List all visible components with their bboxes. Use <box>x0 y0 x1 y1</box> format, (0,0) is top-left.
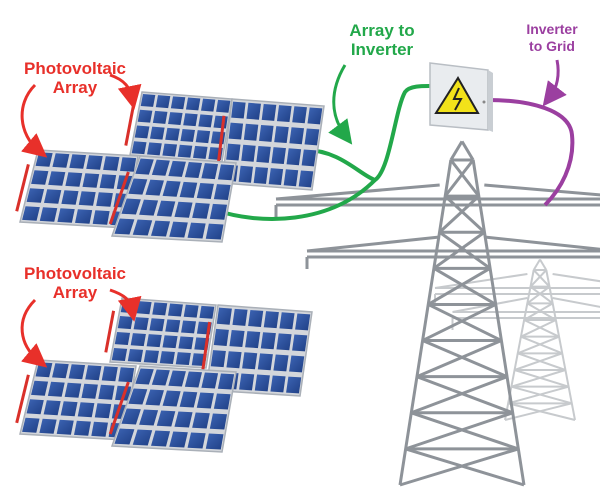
panel-mount-bracket <box>108 381 130 435</box>
pv-bottom-label-line2: Array <box>53 283 98 302</box>
inverter-to-grid-label-line1: Inverter <box>526 21 578 37</box>
pv-bottom-arrow-right <box>109 288 142 322</box>
panel-mount-bracket <box>104 310 116 353</box>
array-to-inverter-label-line1: Array to <box>349 21 414 40</box>
array-to-inverter-wire <box>304 83 436 183</box>
pv-bottom-label-line1: Photovoltaic <box>24 264 126 283</box>
inverter-to-grid-arrow <box>542 59 567 107</box>
pv-top-arrow-left <box>20 83 48 158</box>
pv-bottom-arrow-left <box>20 298 48 368</box>
array-to-inverter-label-line2: Inverter <box>351 40 414 59</box>
pv-top-arrow-right <box>109 73 142 110</box>
inverter-box-warning-icon <box>429 62 493 132</box>
panel-mount-bracket <box>15 374 30 424</box>
array-to-inverter-wire-lower <box>214 178 377 221</box>
inverter-to-grid-wire <box>487 98 575 207</box>
panel-mount-bracket <box>124 104 136 146</box>
solar-panels <box>15 91 325 453</box>
solar-panel-icon <box>216 98 325 191</box>
panel-mount-bracket <box>108 171 130 225</box>
solar-panel-icon <box>108 155 237 243</box>
panel-mount-bracket <box>200 321 212 378</box>
transmission-tower-icon-back <box>434 258 600 421</box>
inverter-to-grid-label-line2: to Grid <box>529 38 575 54</box>
array-to-inverter-arrow <box>328 64 353 145</box>
solar-panel-icon <box>104 297 217 369</box>
solar-panel-icon <box>124 91 233 163</box>
transmission-tower-icon <box>274 140 600 487</box>
pv-top-label-line1: Photovoltaic <box>24 59 126 78</box>
panel-mount-bracket <box>15 164 30 212</box>
solar-panel-icon <box>108 365 237 453</box>
solar-panel-icon <box>15 149 139 229</box>
pv-top-label-line2: Array <box>53 78 98 97</box>
